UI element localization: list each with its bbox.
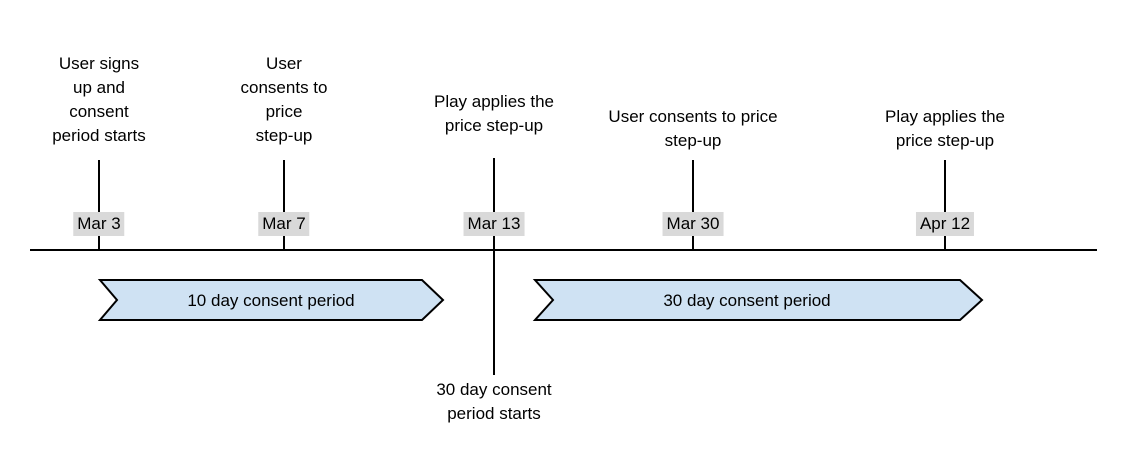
event-label-mar-3: User signs up and consent period starts (52, 54, 146, 145)
date-badge-mar-30: Mar 30 (662, 212, 724, 236)
event-label-mar-13: Play applies the price step-up (433, 92, 555, 135)
consent-period-10day-arrow (97, 279, 445, 321)
banner-label-10day-consent-period: 10 day consent period (187, 291, 355, 310)
date-badge-mar-13: Mar 13 (463, 212, 525, 236)
date-badge-apr-12: Apr 12 (915, 212, 975, 236)
consent-period-30day-arrow (532, 279, 984, 321)
note-30day-consent-period-starts: 30 day consent period starts (436, 380, 552, 423)
event-label-apr-12: Play applies the price step-up (884, 107, 1006, 150)
date-badge-mar-7: Mar 7 (258, 212, 310, 236)
event-label-mar-30: User consents to price step-up (608, 107, 778, 150)
banner-label-30day-consent-period: 30 day consent period (663, 291, 831, 310)
date-badge-mar-3: Mar 3 (73, 212, 125, 236)
event-label-mar-7: User consents to price step-up (240, 54, 328, 145)
